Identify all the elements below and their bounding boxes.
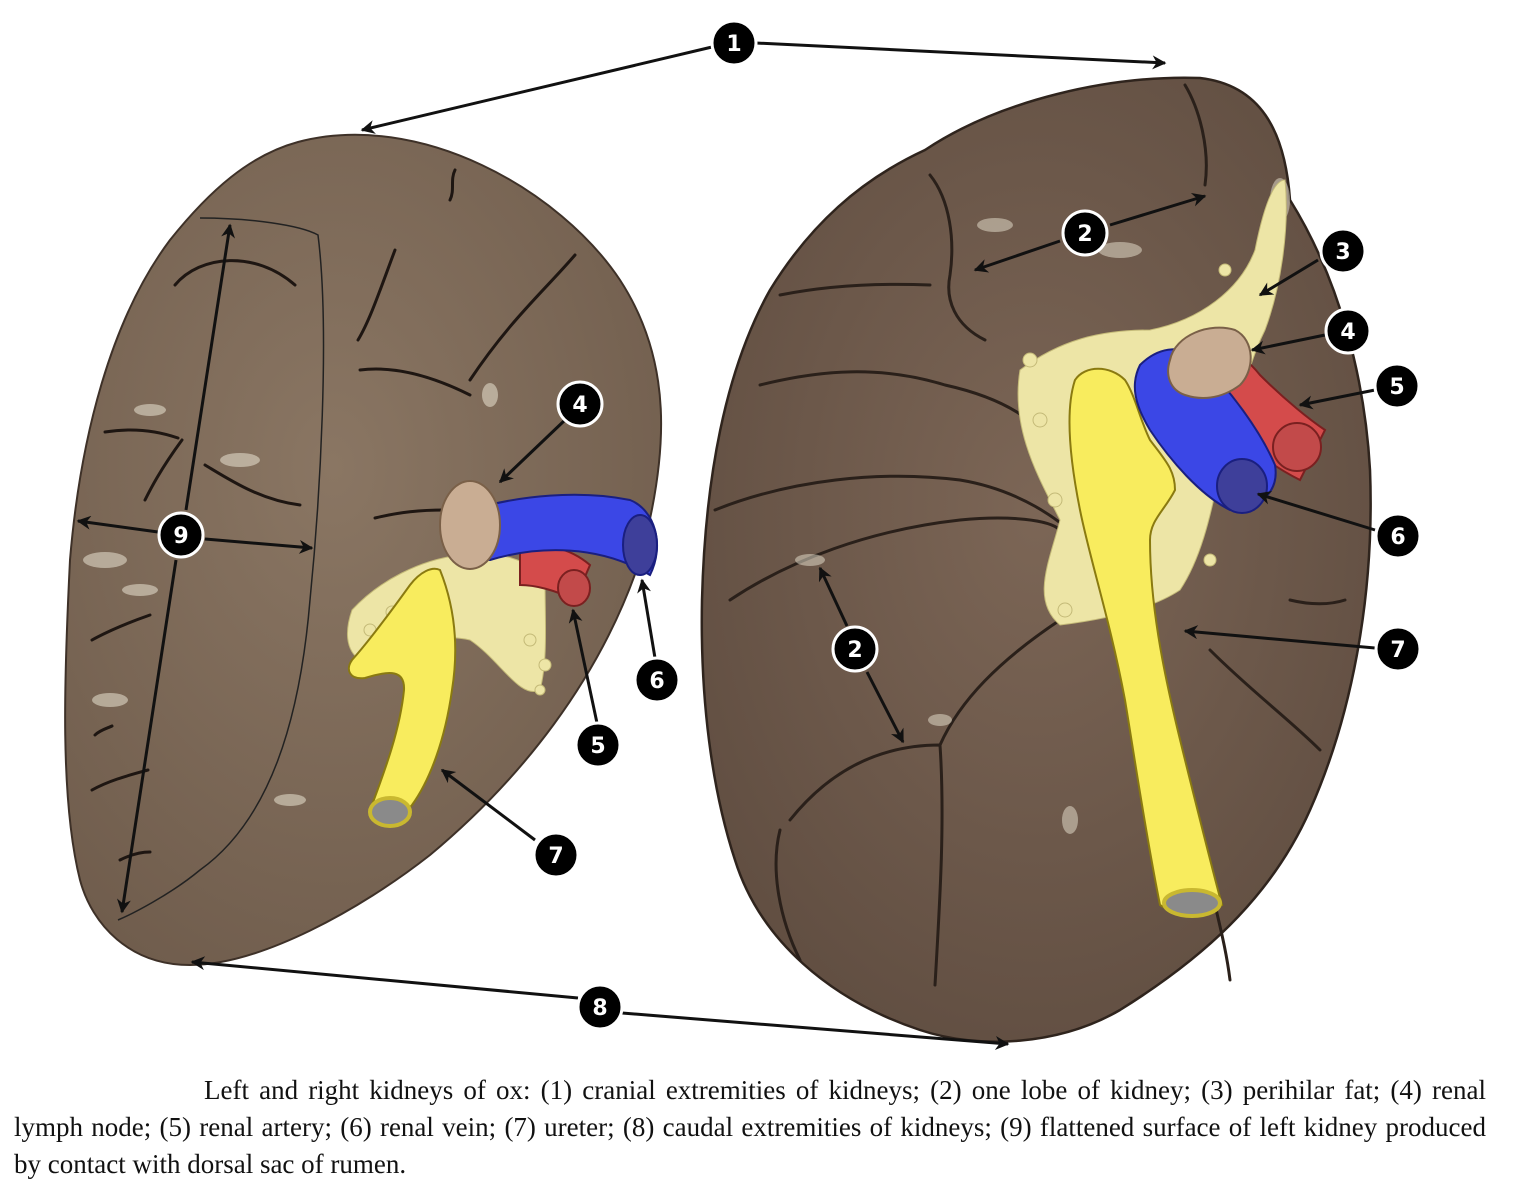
leader-5-left <box>568 608 599 724</box>
svg-text:3: 3 <box>1335 240 1350 265</box>
svg-text:5: 5 <box>590 734 605 759</box>
svg-text:7: 7 <box>1390 638 1405 663</box>
leader-lines <box>76 41 1376 1050</box>
leader-8-right <box>621 1011 1010 1050</box>
leader-2-top-b <box>1109 192 1207 227</box>
svg-text:6: 6 <box>1390 525 1405 550</box>
right-ureter-opening <box>1162 888 1222 918</box>
badge-artery-right: 5 <box>1373 362 1421 410</box>
leader-5-right <box>1298 388 1376 410</box>
svg-text:1: 1 <box>726 32 741 57</box>
leader-1-left <box>360 45 713 134</box>
badge-lymph-right: 4 <box>1324 307 1372 355</box>
badge-artery-left: 5 <box>574 721 622 769</box>
leader-7-left <box>440 768 536 842</box>
right-ureter <box>1068 367 1224 914</box>
left-renal-lymph-node <box>439 480 501 570</box>
leader-2-top-a <box>973 239 1061 273</box>
right-kidney-lobe-lines <box>713 83 1347 987</box>
leader-9-left <box>76 515 159 534</box>
leader-2-bottom-a <box>818 566 849 627</box>
left-ureter-opening <box>368 796 412 828</box>
svg-text:2: 2 <box>1077 222 1092 247</box>
left-renal-artery-opening <box>557 569 591 607</box>
badge-lymph-left: 4 <box>556 380 604 428</box>
left-ureter <box>347 567 457 818</box>
svg-text:6: 6 <box>649 669 664 694</box>
left-kidney-highlights <box>83 383 498 806</box>
badge-vein-left: 6 <box>633 656 681 704</box>
badge-ureter-right: 7 <box>1374 625 1422 673</box>
right-renal-vein-opening <box>1216 458 1268 514</box>
leader-8-left <box>190 956 579 1000</box>
right-kidney <box>700 76 1372 1043</box>
badge-lobe-top: 2 <box>1061 209 1109 257</box>
leader-9-bottom <box>116 559 178 914</box>
right-renal-lymph-node <box>1167 326 1252 399</box>
leader-6-right <box>1256 491 1376 532</box>
flattened-surface-outline <box>117 217 325 921</box>
leader-3 <box>1258 258 1319 297</box>
figure-caption: Left and right kidneys of ox: (1) crania… <box>14 1075 1486 1179</box>
badge-perihilar-fat: 3 <box>1319 227 1367 275</box>
svg-text:9: 9 <box>173 524 188 549</box>
badge-cranial: 1 <box>710 19 758 67</box>
right-renal-artery-opening <box>1272 422 1322 472</box>
badge-lobe-bottom: 2 <box>831 625 879 673</box>
leader-4-right <box>1250 333 1326 355</box>
svg-text:4: 4 <box>1340 320 1355 345</box>
svg-text:4: 4 <box>572 393 587 418</box>
leader-4-left <box>498 418 567 484</box>
svg-text:8: 8 <box>592 996 607 1021</box>
badge-flattened: 9 <box>157 511 205 559</box>
number-badges: 1 2 2 3 4 4 5 5 6 6 7 7 8 9 <box>157 19 1422 1031</box>
left-renal-vein-opening <box>622 514 658 576</box>
left-kidney <box>64 133 663 967</box>
leader-2-bottom-b <box>865 671 905 744</box>
left-kidney-body <box>64 133 663 967</box>
leader-6-left <box>637 578 657 659</box>
svg-text:2: 2 <box>847 638 862 663</box>
badge-ureter-left: 7 <box>532 831 580 879</box>
leader-9-right <box>204 537 314 554</box>
badge-caudal: 8 <box>576 983 624 1031</box>
leader-7-right <box>1183 625 1376 650</box>
svg-text:7: 7 <box>548 844 563 869</box>
leader-9-top <box>184 223 235 511</box>
badge-vein-right: 6 <box>1374 512 1422 560</box>
left-kidney-fissures <box>90 168 577 862</box>
svg-text:5: 5 <box>1389 375 1404 400</box>
leader-1-right <box>755 41 1167 70</box>
kidney-diagram: 1 2 2 3 4 4 5 5 6 6 7 7 8 9 <box>64 19 1422 1050</box>
